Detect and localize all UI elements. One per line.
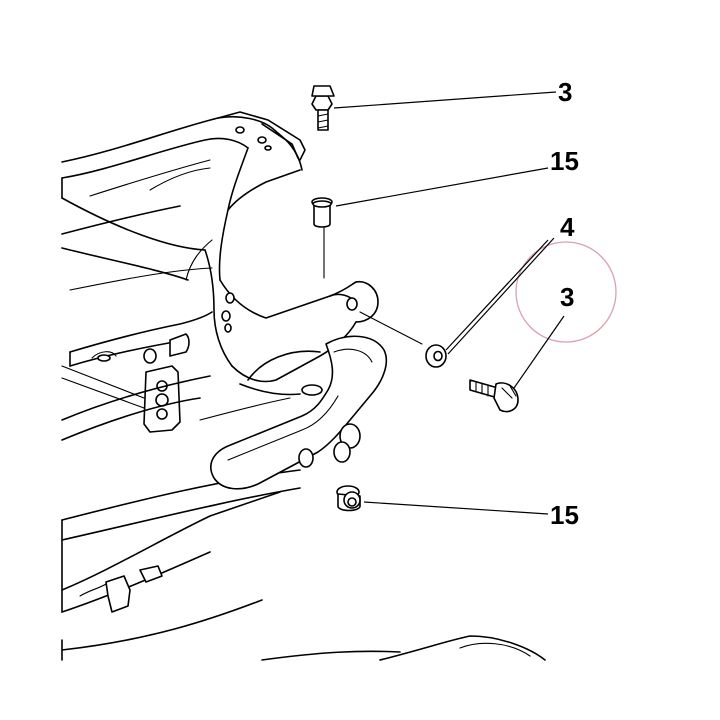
callout-washer: 4 [560, 212, 575, 242]
callout-labels: 3 15 4 3 15 [550, 77, 579, 530]
callout-bushing-bottom: 15 [550, 500, 579, 530]
leader-lines [333, 91, 565, 515]
chassis-frame [61, 111, 546, 661]
bolt-top-part [311, 85, 335, 131]
bolt-side-part [469, 379, 519, 413]
callout-bolt-side: 3 [560, 282, 574, 312]
assembly-axes [323, 227, 423, 345]
highlight-circle [515, 241, 617, 343]
bushing-bottom-part [336, 485, 361, 512]
bushing-top-part [311, 197, 333, 228]
swing-arm [210, 335, 388, 490]
washer-part [425, 344, 447, 368]
callout-bolt-top: 3 [558, 77, 572, 107]
callout-bushing-top: 15 [550, 146, 579, 176]
